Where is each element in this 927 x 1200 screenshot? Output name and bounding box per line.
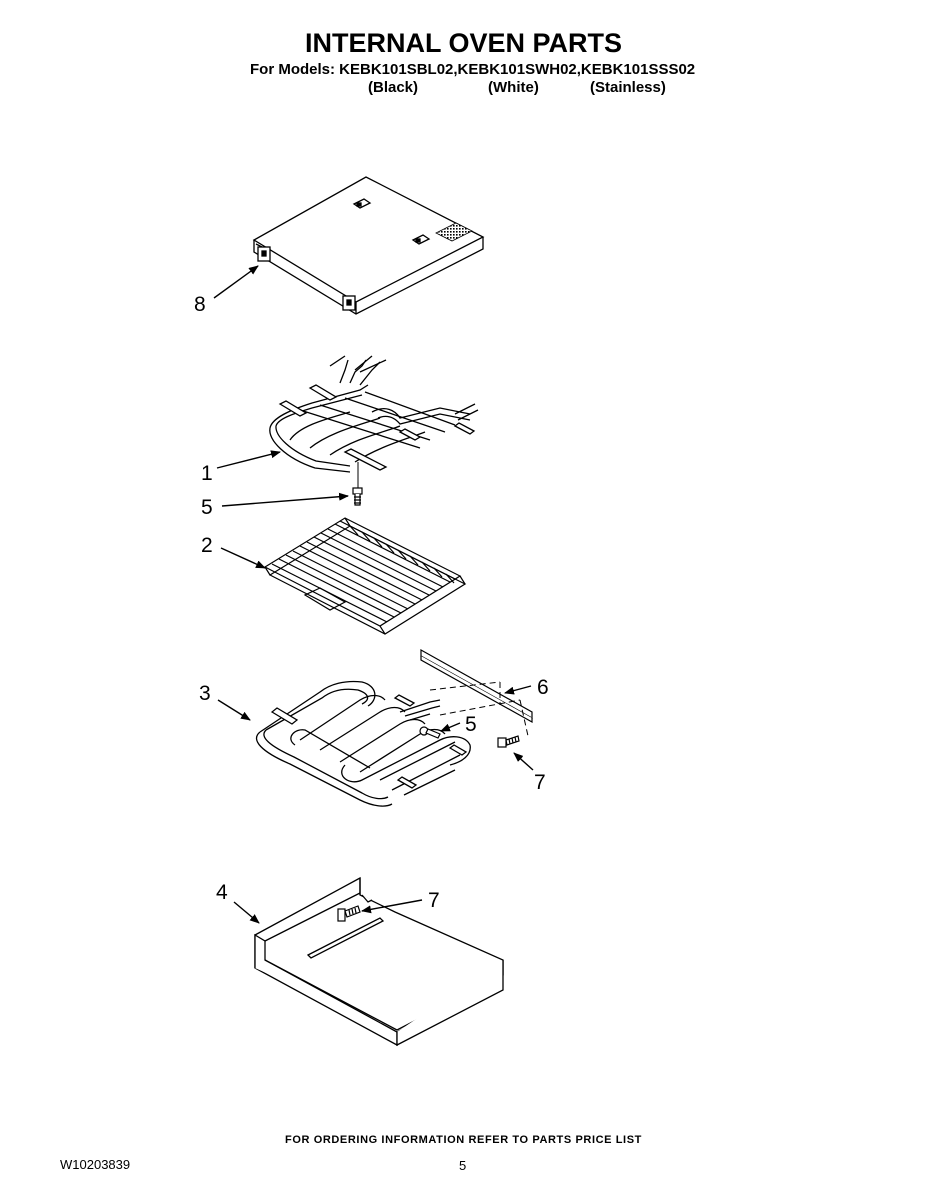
callout-5-middle: 5 (465, 713, 477, 736)
part-7-screw-middle (497, 735, 520, 748)
part-7-screw-lower (337, 905, 361, 922)
part-8-top-panel (252, 176, 485, 315)
callout-1: 1 (201, 462, 213, 485)
part-6-bracket (420, 648, 533, 724)
part-5-screw-upper (352, 487, 363, 506)
variant-black: (Black) (368, 79, 419, 96)
callout-2: 2 (201, 534, 213, 557)
variant-white: (White) (488, 79, 539, 96)
models-line: For Models: KEBK101SBL02,KEBK101SWH02,KE… (250, 61, 696, 78)
part-1-broil-element (269, 355, 479, 490)
callout-7-lower: 7 (428, 889, 440, 912)
page-number: 5 (459, 1158, 467, 1173)
callout-8: 8 (194, 293, 206, 316)
ordering-note: FOR ORDERING INFORMATION REFER TO PARTS … (285, 1134, 642, 1146)
callout-3: 3 (199, 682, 211, 705)
variant-stainless: (Stainless) (590, 79, 666, 96)
callout-7-middle: 7 (534, 771, 546, 794)
document-number: W10203839 (60, 1157, 131, 1172)
page-title: INTERNAL OVEN PARTS (304, 28, 623, 58)
callout-5-upper: 5 (201, 496, 213, 519)
part-4-oven-bottom (254, 876, 504, 1047)
callout-6: 6 (537, 676, 549, 699)
leader-arrows (213, 265, 534, 924)
assembly-guide-lines (429, 681, 529, 737)
part-5-screw-middle (419, 726, 441, 739)
part-3-bake-element (255, 680, 471, 807)
part-2-oven-rack (263, 517, 467, 635)
callout-4: 4 (216, 881, 228, 904)
